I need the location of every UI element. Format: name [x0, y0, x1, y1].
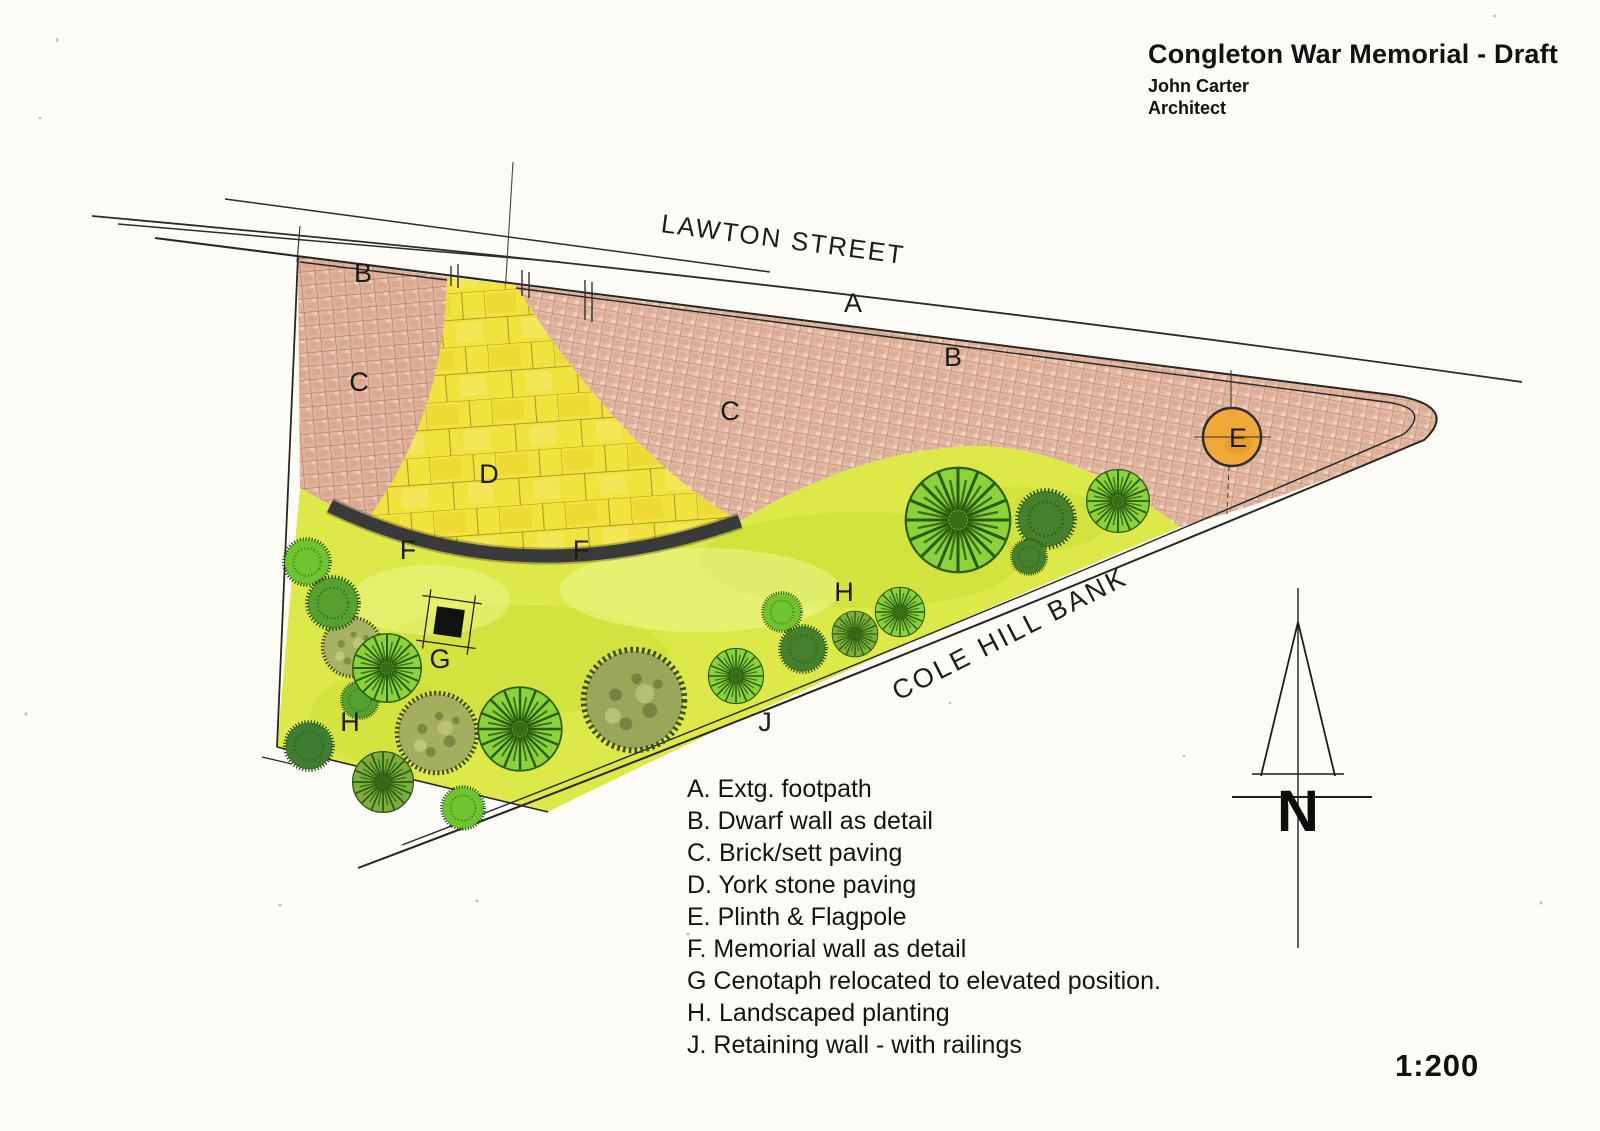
label-planting-h-right: H	[834, 577, 854, 607]
label-brick-c-left: C	[349, 367, 369, 397]
label-footpath-a: A	[844, 288, 862, 318]
north-arrow	[1232, 588, 1372, 948]
legend-item-a: A. Extg. footpath	[687, 775, 872, 803]
legend: A. Extg. footpath B. Dwarf wall as detai…	[687, 773, 1161, 1061]
tree-canopy	[283, 720, 335, 772]
north-label: N	[1277, 779, 1319, 844]
york-stone-path	[352, 277, 740, 565]
label-cenotaph-g: G	[429, 644, 450, 674]
tree-canopy	[778, 624, 828, 674]
tree-canopy	[440, 785, 486, 831]
legend-item-c: C. Brick/sett paving	[687, 839, 903, 867]
scale-ratio: 1:200	[1395, 1048, 1480, 1083]
plan-key-letters: A B B C C D E F F G H H J	[340, 258, 1247, 737]
tree-canopy	[1010, 538, 1048, 576]
brick-paving-right	[516, 285, 1437, 527]
label-plinth-e: E	[1229, 423, 1247, 453]
memorial-wall	[326, 498, 743, 565]
legend-item-b: B. Dwarf wall as detail	[687, 807, 933, 835]
label-dwarf-wall-b-left: B	[354, 258, 372, 288]
architect-name: John Carter	[1148, 75, 1250, 96]
label-dwarf-wall-b-right: B	[944, 342, 962, 372]
architect-role: Architect	[1148, 98, 1227, 119]
paper-specks	[24, 14, 1543, 936]
title-block: Congleton War Memorial - Draft John Cart…	[1148, 39, 1559, 119]
drawing-title: Congleton War Memorial - Draft	[1148, 39, 1559, 69]
label-planting-h-left: H	[340, 707, 360, 737]
tree-canopy	[305, 575, 361, 631]
tree-canopy	[761, 591, 803, 633]
legend-item-j: J. Retaining wall - with railings	[687, 1031, 1022, 1059]
legend-item-d: D. York stone paving	[687, 871, 917, 899]
tree-canopy	[282, 537, 332, 587]
brick-paving-left	[298, 256, 447, 540]
lawton-street-label: LAWTON STREET	[659, 208, 906, 270]
plinth-flagpole	[1194, 370, 1271, 515]
lawton-street-lines	[91, 198, 1523, 383]
legend-item-e: E. Plinth & Flagpole	[687, 903, 907, 931]
label-brick-c-right: C	[720, 396, 740, 426]
legend-item-g: G Cenotaph relocated to elevated positio…	[687, 967, 1161, 995]
cenotaph	[416, 589, 482, 655]
label-memorial-f-right: F	[573, 535, 590, 565]
label-york-d: D	[479, 459, 499, 489]
legend-item-h: H. Landscaped planting	[687, 999, 950, 1027]
legend-item-f: F. Memorial wall as detail	[687, 935, 967, 963]
label-retaining-j: J	[758, 707, 772, 737]
label-memorial-f-left: F	[400, 535, 417, 565]
